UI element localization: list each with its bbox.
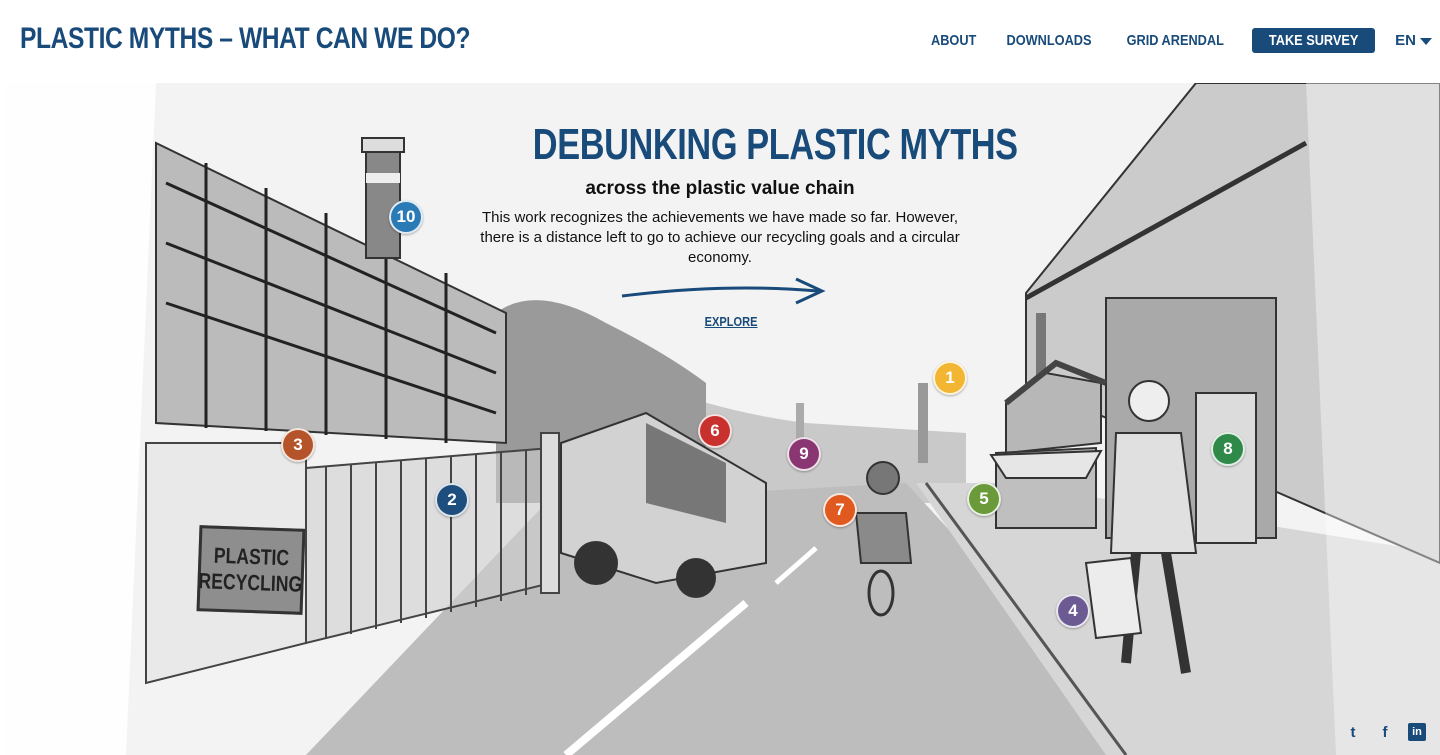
myth-marker-8[interactable]: 8 [1211, 432, 1245, 466]
facebook-icon[interactable]: f [1382, 723, 1388, 741]
nav-about[interactable]: ABOUT [931, 31, 977, 49]
twitter-icon[interactable]: t [1350, 723, 1356, 741]
nav-grid-arendal[interactable]: GRID ARENDAL [1126, 31, 1225, 49]
hero: DEBUNKING PLASTIC MYTHS across the plast… [480, 120, 1018, 268]
nav-downloads[interactable]: DOWNLOADS [1006, 31, 1092, 49]
language-selector[interactable]: EN [1395, 32, 1432, 49]
chevron-down-icon [1420, 37, 1432, 45]
myth-marker-4[interactable]: 4 [1056, 594, 1090, 628]
language-label: EN [1395, 31, 1416, 49]
take-survey-button[interactable]: TAKE SURVEY [1251, 27, 1376, 53]
myth-marker-7[interactable]: 7 [823, 493, 857, 527]
hero-text: This work recognizes the achievements we… [480, 209, 960, 266]
top-bar: PLASTIC MYTHS – WHAT CAN WE DO? ABOUT DO… [0, 0, 1440, 82]
site-title[interactable]: PLASTIC MYTHS – WHAT CAN WE DO? [20, 22, 471, 55]
hero-subtitle: across the plastic value chain [585, 178, 855, 199]
myth-marker-2[interactable]: 2 [435, 483, 469, 517]
explore-link[interactable]: EXPLORE [704, 314, 758, 329]
main-nav: ABOUT DOWNLOADS GRID ARENDAL TAKE SURVEY… [927, 26, 1440, 54]
social-links: t f in [1344, 723, 1426, 741]
plastic-recycling-sign: PLASTIC RECYCLING [196, 525, 306, 615]
take-survey-label: TAKE SURVEY [1268, 31, 1359, 49]
myth-marker-6[interactable]: 6 [698, 414, 732, 448]
myth-marker-10[interactable]: 10 [389, 200, 423, 234]
linkedin-icon[interactable]: in [1408, 723, 1426, 741]
sign-line-1: PLASTIC [213, 542, 290, 571]
hero-title: DEBUNKING PLASTIC MYTHS [532, 120, 1018, 169]
myth-marker-3[interactable]: 3 [281, 428, 315, 462]
myth-marker-1[interactable]: 1 [933, 361, 967, 395]
myth-marker-9[interactable]: 9 [787, 437, 821, 471]
myth-marker-5[interactable]: 5 [967, 482, 1001, 516]
sign-line-2: RECYCLING [198, 568, 303, 597]
